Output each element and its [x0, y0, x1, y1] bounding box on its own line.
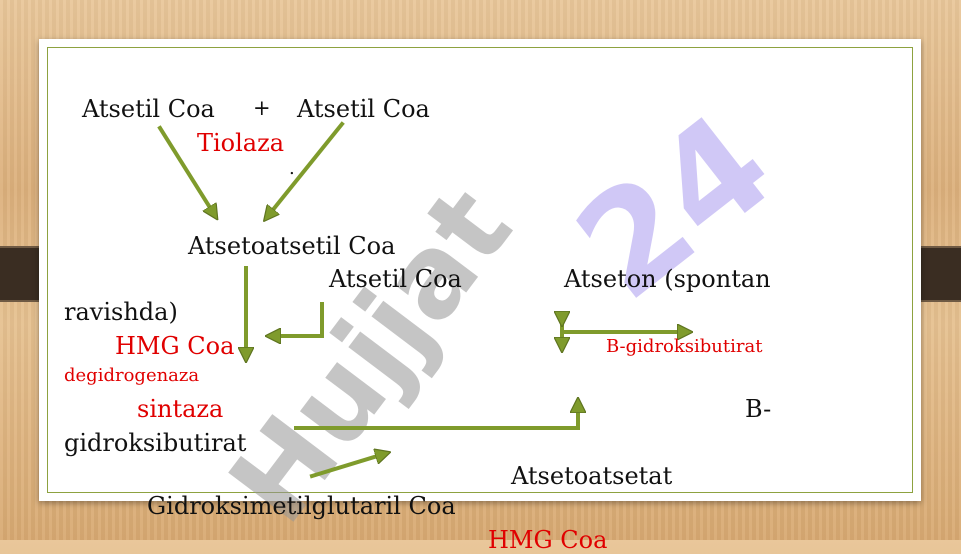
hmg-coa-label: HMG Coa: [115, 332, 235, 360]
arrow-acetyl-right: [268, 121, 345, 216]
slide-border: [47, 47, 913, 493]
dot-mark: .: [289, 158, 295, 179]
ravishda-label: ravishda): [64, 298, 178, 326]
arrow-gidroksimetil: [309, 454, 384, 479]
acetyl-coa-c: Atsetil Coa: [329, 265, 462, 293]
acetyl-coa-a: Atsetil Coa: [82, 95, 215, 123]
b-dash-label: B-: [745, 395, 772, 423]
slide-card: [39, 39, 921, 501]
acetoacetyl-coa: Atsetoatsetil Coa: [188, 232, 396, 260]
gidroksibutirat-label: gidroksibutirat: [64, 429, 247, 457]
hmg-full-label: Gidroksimetilglutaril Coa: [147, 492, 456, 520]
b-gidroksibutirat-enzyme: B-gidroksibutirat: [606, 336, 763, 357]
aceton-label: Atseton (spontan: [564, 265, 771, 293]
reaction-arrows: [157, 121, 961, 479]
arrow-to-atsetoatsetat: [294, 404, 578, 430]
enzyme-tiolaza: Tiolaza: [197, 129, 285, 157]
degidrogenaza-label: degidrogenaza: [64, 365, 200, 386]
plus-sign: +: [253, 96, 271, 120]
atsetoatsetat-label: Atsetoatsetat: [511, 462, 673, 490]
arrow-acetyl-to-hmg: [272, 302, 324, 336]
acetyl-coa-b: Atsetil Coa: [297, 95, 430, 123]
hmg-coa-bottom: HMG Coa: [488, 526, 608, 554]
arrow-acetyl-left: [157, 125, 214, 214]
enzyme-sintaza: sintaza: [137, 395, 224, 423]
